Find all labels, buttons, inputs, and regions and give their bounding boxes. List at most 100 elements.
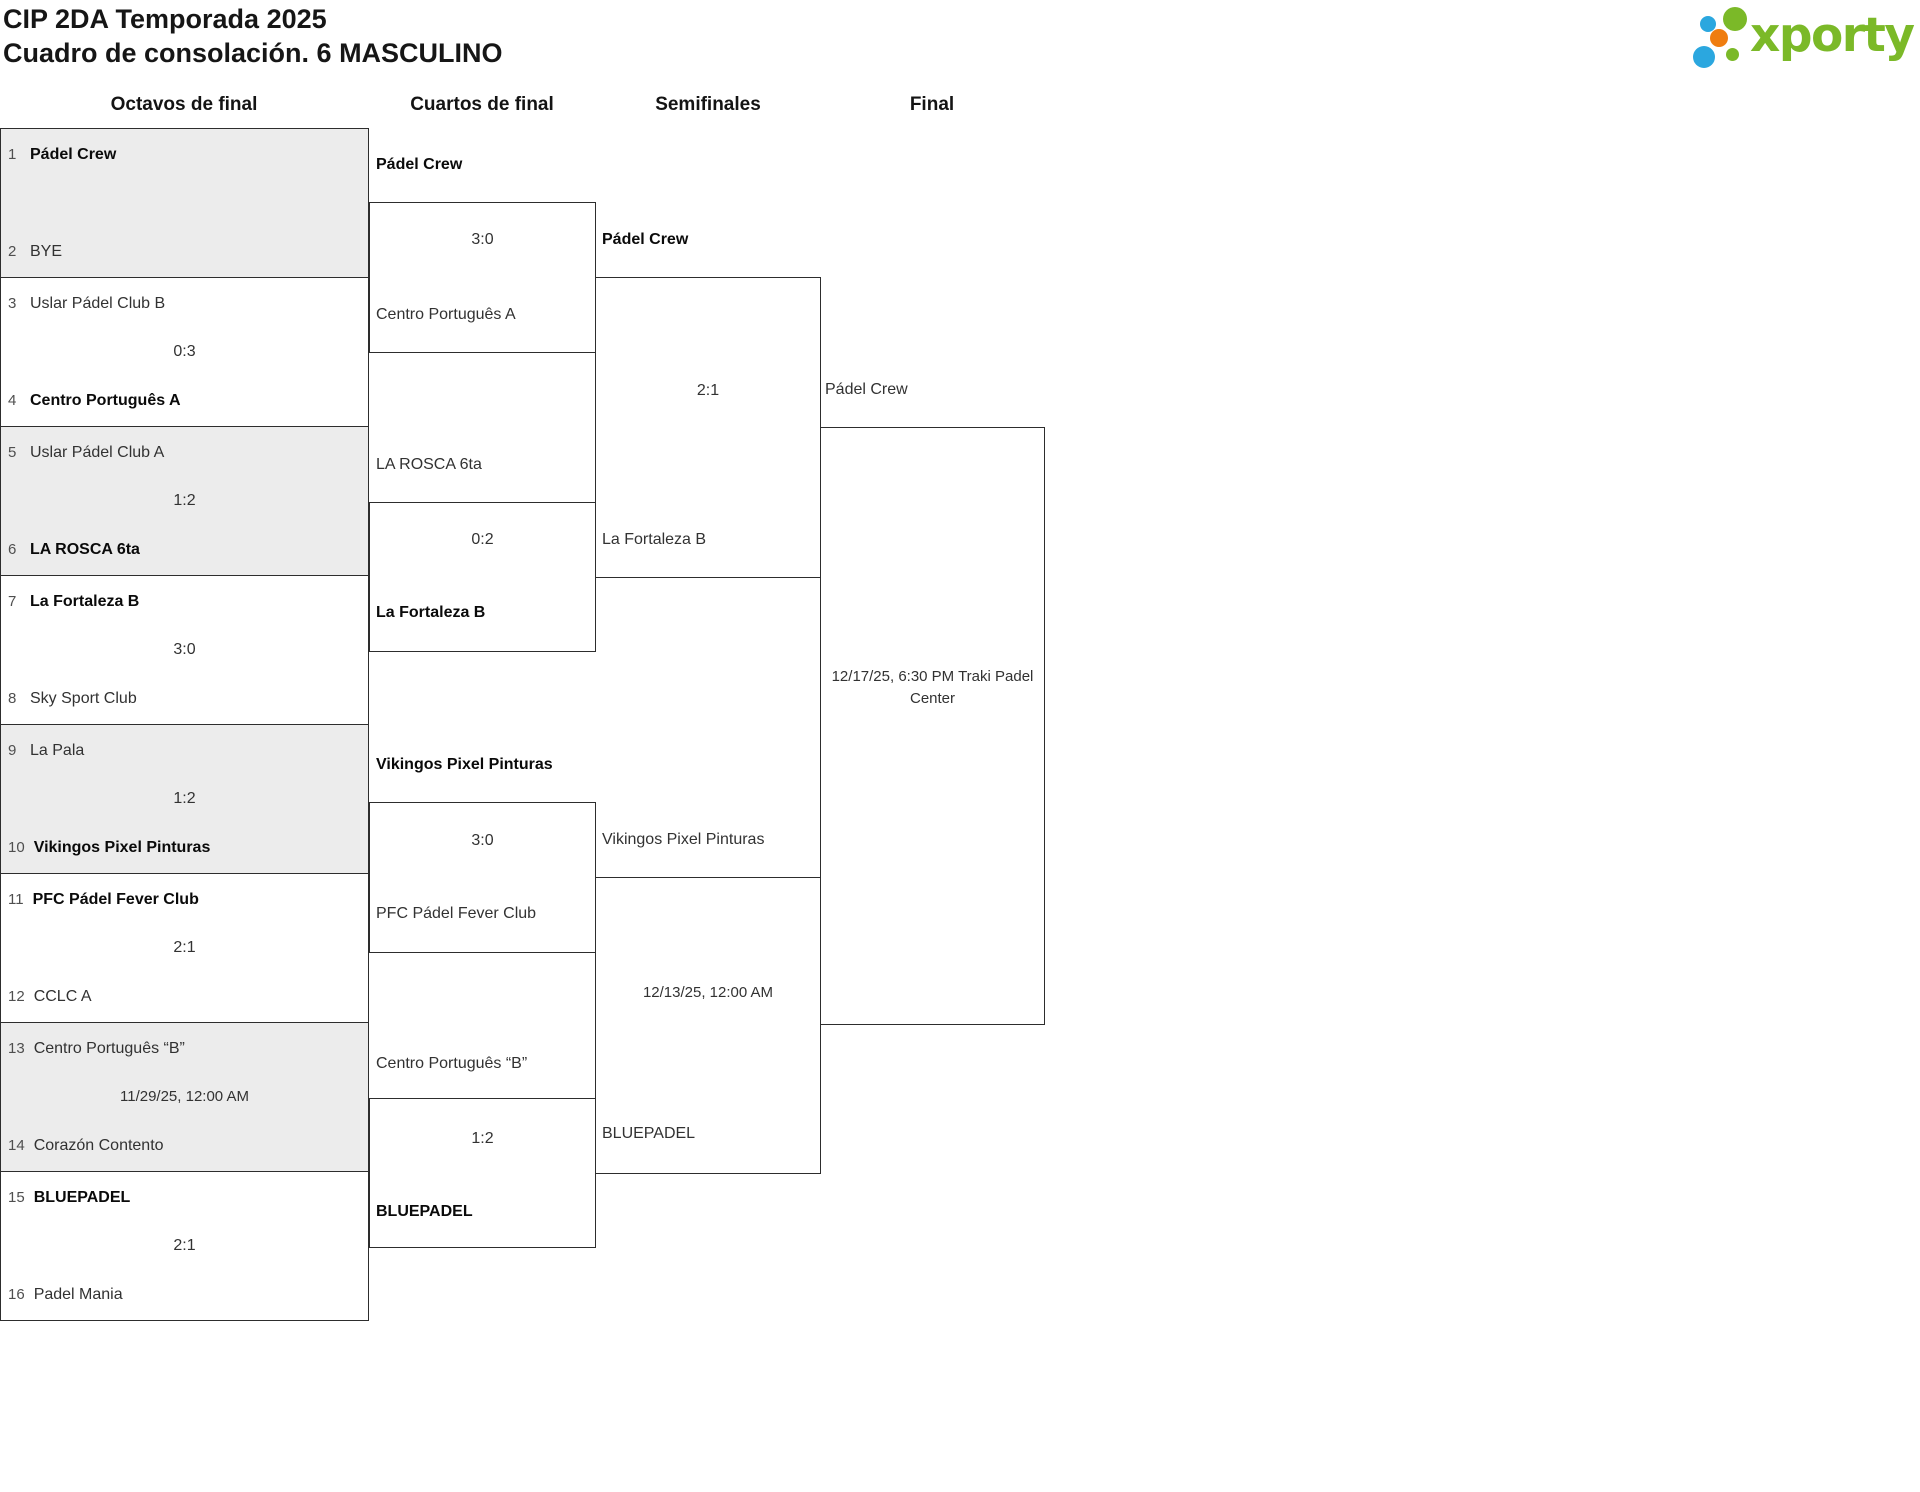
team-seed: 14 (8, 1137, 25, 1154)
round-header-octavos: Octavos de final (110, 94, 258, 115)
match-score: 0:2 (471, 531, 494, 548)
qf-match-2-box[interactable] (369, 502, 596, 652)
team-seed: 8 (8, 690, 17, 707)
team-row: 4 Centro Português A (8, 390, 181, 412)
team-name: LA ROSCA 6ta (30, 541, 140, 558)
r16-match-1-box[interactable] (0, 128, 369, 278)
team-name: CCLC A (33, 988, 92, 1005)
team-name: La Fortaleza B (376, 604, 486, 621)
team-name: Pádel Crew (30, 146, 117, 163)
team-seed: 2 (8, 243, 17, 260)
round-header-cuartos: Cuartos de final (410, 94, 554, 115)
r16-match-5-box[interactable] (0, 724, 369, 874)
team-row: 7 La Fortaleza B (8, 591, 139, 613)
match-date: 12/13/25, 12:00 AM (642, 984, 774, 1001)
team-name: Vikingos Pixel Pinturas (33, 839, 211, 856)
team-name: Centro Português “B” (33, 1040, 185, 1057)
xporty-logo[interactable]: xporty (1690, 2, 1920, 80)
team-row: 11 PFC Pádel Fever Club (8, 889, 199, 911)
tournament-name: CIP 2DA Temporada 2025 (3, 4, 327, 34)
team-name: La Fortaleza B (30, 593, 140, 610)
team-row: 16 Padel Mania (8, 1284, 123, 1306)
match-score: 0:3 (173, 343, 196, 360)
match-score: 1:2 (173, 492, 196, 509)
match-score: 2:1 (173, 1237, 196, 1254)
team-name: BLUEPADEL (602, 1125, 696, 1142)
team-seed: 12 (8, 988, 25, 1005)
team-row: 13 Centro Português “B” (8, 1038, 185, 1060)
match-date: 11/29/25, 12:00 AM (120, 1088, 249, 1105)
logo-dot-blue-small-icon (1700, 16, 1716, 32)
round-header-final: Final (909, 94, 955, 115)
team-name: Centro Português A (30, 392, 181, 409)
team-seed: 6 (8, 541, 17, 558)
team-row: 8 Sky Sport Club (8, 688, 137, 710)
team-name: Uslar Pádel Club B (30, 295, 166, 312)
logo-dot-blue-large-icon (1693, 46, 1715, 68)
team-row: 10 Vikingos Pixel Pinturas (8, 837, 210, 859)
logo-wordmark: xporty (1750, 8, 1915, 63)
team-name: Pádel Crew (825, 381, 908, 398)
match-date: 12/17/25, 6:30 PM Traki Padel Center (831, 668, 1034, 707)
team-row: 3 Uslar Pádel Club B (8, 293, 165, 315)
team-name: La Fortaleza B (602, 531, 707, 548)
team-seed: 9 (8, 742, 17, 759)
team-row: 12 CCLC A (8, 986, 91, 1008)
team-name: PFC Pádel Fever Club (376, 905, 537, 922)
match-score: 3:0 (173, 641, 196, 658)
team-name: PFC Pádel Fever Club (32, 891, 199, 908)
team-row: 2 BYE (8, 241, 62, 263)
match-score: 1:2 (471, 1130, 494, 1147)
round-header-semifinales: Semifinales (655, 94, 761, 115)
team-seed: 11 (8, 891, 24, 908)
team-seed: 3 (8, 295, 17, 312)
qf-match-4-box[interactable] (369, 1098, 596, 1248)
logo-dot-green-large-icon (1723, 7, 1747, 31)
team-row: 1 Pádel Crew (8, 144, 116, 166)
team-seed: 13 (8, 1040, 25, 1057)
team-seed: 5 (8, 444, 17, 461)
team-name: Sky Sport Club (30, 690, 137, 707)
team-name: BLUEPADEL (33, 1189, 131, 1206)
team-name: Vikingos Pixel Pinturas (602, 831, 765, 848)
team-name: LA ROSCA 6ta (376, 456, 482, 473)
logo-dot-green-small-icon (1726, 48, 1739, 61)
team-seed: 4 (8, 392, 17, 409)
team-name: Uslar Pádel Club A (30, 444, 165, 461)
qf-match-1-box[interactable] (369, 202, 596, 353)
team-name: Centro Português “B” (376, 1055, 528, 1072)
team-seed: 7 (8, 593, 17, 610)
team-row: 14 Corazón Contento (8, 1135, 164, 1157)
team-name: Padel Mania (33, 1286, 123, 1303)
team-row: 9 La Pala (8, 740, 84, 762)
team-row: 6 LA ROSCA 6ta (8, 539, 140, 561)
team-name: Corazón Contento (33, 1137, 164, 1154)
match-score: 2:1 (696, 382, 720, 399)
team-row: 5 Uslar Pádel Club A (8, 442, 164, 464)
bracket-subtitle: Cuadro de consolación. 6 MASCULINO (3, 38, 503, 68)
match-score: 1:2 (173, 790, 196, 807)
team-name: Centro Português A (376, 306, 516, 323)
sf-match-2-box[interactable] (595, 877, 821, 1174)
team-name: BLUEPADEL (376, 1203, 473, 1220)
page-title: CIP 2DA Temporada 2025 Cuadro de consola… (3, 2, 503, 70)
match-score (0, 192, 369, 214)
team-seed: 10 (8, 839, 25, 856)
logo-dot-orange-icon (1710, 29, 1728, 47)
match-score: 2:1 (173, 939, 196, 956)
match-score: 3:0 (471, 832, 494, 849)
team-seed: 16 (8, 1286, 25, 1303)
team-name: Vikingos Pixel Pinturas (376, 756, 553, 773)
r16-match-7-box[interactable] (0, 1022, 369, 1172)
team-name: BYE (30, 243, 63, 260)
team-name: La Pala (30, 742, 85, 759)
match-score: 3:0 (471, 231, 494, 248)
team-name: Pádel Crew (602, 231, 689, 248)
team-seed: 15 (8, 1189, 25, 1206)
qf-match-3-box[interactable] (369, 802, 596, 953)
final-match-box[interactable] (820, 427, 1045, 1025)
team-seed: 1 (8, 146, 17, 163)
team-row: 15 BLUEPADEL (8, 1187, 130, 1209)
r16-match-8-box[interactable] (0, 1171, 369, 1321)
